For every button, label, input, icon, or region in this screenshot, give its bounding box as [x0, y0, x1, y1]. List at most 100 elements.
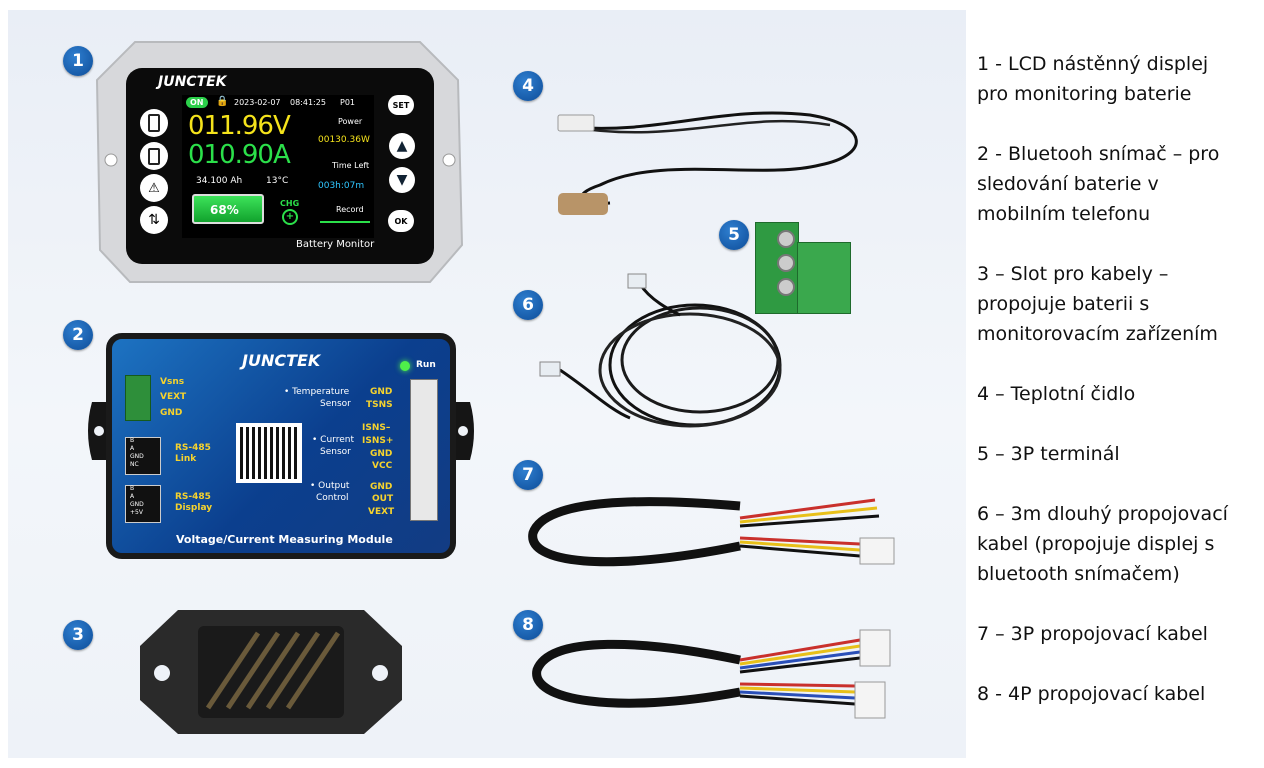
legend-line: pro monitoring baterie	[977, 83, 1192, 105]
legend-line: monitorovacím zařízením	[977, 323, 1218, 345]
legend-line: mobilním telefonu	[977, 203, 1151, 225]
3p-connection-cable	[528, 497, 895, 567]
run-led-icon	[400, 361, 410, 371]
temp-pin-gnd: GND	[370, 387, 393, 397]
rs485-link-pin-b: B	[130, 437, 135, 444]
chevron-down-icon: ▼	[396, 172, 408, 188]
capacity-text: 34.100 Ah	[196, 176, 243, 186]
legend-item-4: 4 – Teplotní čidlo	[977, 379, 1262, 409]
chevron-up-icon: ▲	[396, 138, 408, 154]
current-pin-gnd: GND	[370, 449, 393, 459]
display-brand: JUNCTEK	[158, 74, 227, 90]
battery-icon	[148, 114, 160, 132]
lock-icon: 🔒	[216, 96, 229, 107]
screw-icon	[777, 230, 795, 248]
rs485-link-pin-nc: NC	[130, 461, 139, 468]
set-button[interactable]: SET	[388, 95, 414, 115]
screw-icon	[777, 278, 795, 296]
rs485-display-pin-gnd: GND	[130, 501, 144, 508]
output-pin-out: OUT	[372, 494, 394, 504]
vext-label: VEXT	[160, 392, 187, 402]
record-label: Record	[336, 205, 364, 214]
time-left-value: 003h:07m	[318, 181, 365, 191]
rs485-link-pin-gnd: GND	[130, 453, 144, 460]
phone-button[interactable]	[140, 142, 168, 170]
temperature-sensor-sublabel: Sensor	[320, 399, 351, 409]
alarm-icon: ⚠	[148, 180, 160, 196]
battery-level-bar	[192, 194, 264, 224]
legend-item-6: 6 – 3m dlouhý propojovací kabel (propoju…	[977, 499, 1262, 589]
legend-line: propojuje baterii s	[977, 293, 1150, 315]
badge-7: 7	[513, 460, 543, 490]
on-indicator: ON	[186, 97, 208, 108]
charging-plus-icon: +	[282, 209, 298, 225]
rs485-link-label: RS-485	[175, 443, 211, 453]
legend-line: 7 – 3P propojovací kabel	[977, 623, 1208, 645]
legend-line: 8 - 4P propojovací kabel	[977, 683, 1206, 705]
legend-item-1: 1 - LCD nástěnný displej pro monitoring …	[977, 49, 1262, 109]
alarm-button[interactable]: ⚠	[140, 174, 168, 202]
badge-1: 1	[63, 46, 93, 76]
legend-line: 5 – 3P terminál	[977, 443, 1120, 465]
current-readout: 010.90A	[188, 140, 291, 170]
current-pin-isns-plus: ISNS+	[362, 436, 394, 446]
rs485-display-port	[125, 485, 161, 523]
direction-button[interactable]: ⇅	[140, 206, 168, 234]
output-control-label: • Output	[310, 481, 350, 491]
profile-text: P01	[340, 98, 356, 107]
badge-3: 3	[63, 620, 93, 650]
badge-2: 2	[63, 320, 93, 350]
rs485-display-sublabel: Display	[175, 503, 213, 513]
legend-item-2: 2 - Bluetooh snímač – pro sledování bate…	[977, 139, 1262, 229]
badge-4: 4	[513, 71, 543, 101]
module-brand: JUNCTEK	[242, 351, 321, 370]
down-button[interactable]: ▼	[389, 167, 415, 193]
power-label: Power	[338, 117, 363, 126]
battery-percent: 68%	[210, 203, 239, 217]
voltage-readout: 011.96V	[188, 111, 291, 141]
rs485-link-pin-a: A	[130, 445, 135, 452]
legend-item-7: 7 – 3P propojovací kabel	[977, 619, 1262, 649]
output-pin-gnd: GND	[370, 482, 393, 492]
pin-header-block	[410, 379, 438, 521]
legend-line: 1 - LCD nástěnný displej	[977, 53, 1209, 75]
run-label: Run	[416, 360, 436, 370]
temp-pin-tsns: TSNS	[366, 400, 393, 410]
ok-button[interactable]: OK	[388, 210, 414, 232]
legend-item-5: 5 – 3P terminál	[977, 439, 1262, 469]
legend-line: sledování baterie v	[977, 173, 1159, 195]
legend-line: 2 - Bluetooh snímač – pro	[977, 143, 1220, 165]
4p-connection-cable	[532, 629, 891, 719]
time-left-label: Time Left	[332, 161, 370, 170]
temperature-sensor-label: • Temperature	[284, 387, 350, 397]
output-pin-vext: VEXT	[368, 507, 395, 517]
current-pin-isns-minus: ISNS–	[362, 423, 391, 433]
legend-line: 4 – Teplotní čidlo	[977, 383, 1136, 405]
legend-line: 6 – 3m dlouhý propojovací	[977, 503, 1228, 525]
measuring-module: JUNCTEK Run Vsns VEXT GND B A GND NC RS-…	[106, 333, 456, 559]
rs485-display-label: RS-485	[175, 492, 211, 502]
swap-arrows-icon: ⇅	[148, 212, 160, 228]
current-sensor-sublabel: Sensor	[320, 447, 351, 457]
qr-code-icon	[236, 423, 302, 483]
legend-line: kabel (propojuje displej s	[977, 533, 1215, 555]
green-3p-terminal	[755, 222, 851, 314]
rs485-display-pin-5v: +5V	[130, 509, 143, 516]
rs485-link-port	[125, 437, 161, 475]
up-button[interactable]: ▲	[389, 133, 415, 159]
legend-item-8: 8 - 4P propojovací kabel	[977, 679, 1262, 709]
legend-line: 3 – Slot pro kabely –	[977, 263, 1169, 285]
battery-button[interactable]	[140, 109, 168, 137]
temperature-sensor-cable	[557, 111, 858, 215]
gnd-label: GND	[160, 408, 183, 418]
badge-8: 8	[513, 610, 543, 640]
rs485-display-pin-b: B	[130, 485, 135, 492]
rj-connection-cable	[539, 273, 782, 428]
current-pin-vcc: VCC	[372, 461, 393, 471]
vsns-label: Vsns	[160, 377, 185, 387]
chg-label: CHG	[280, 199, 300, 208]
record-progress-line	[320, 221, 370, 223]
date-text: 2023-02-07	[234, 98, 281, 107]
vsns-terminal-block	[125, 375, 151, 421]
screw-icon	[777, 254, 795, 272]
